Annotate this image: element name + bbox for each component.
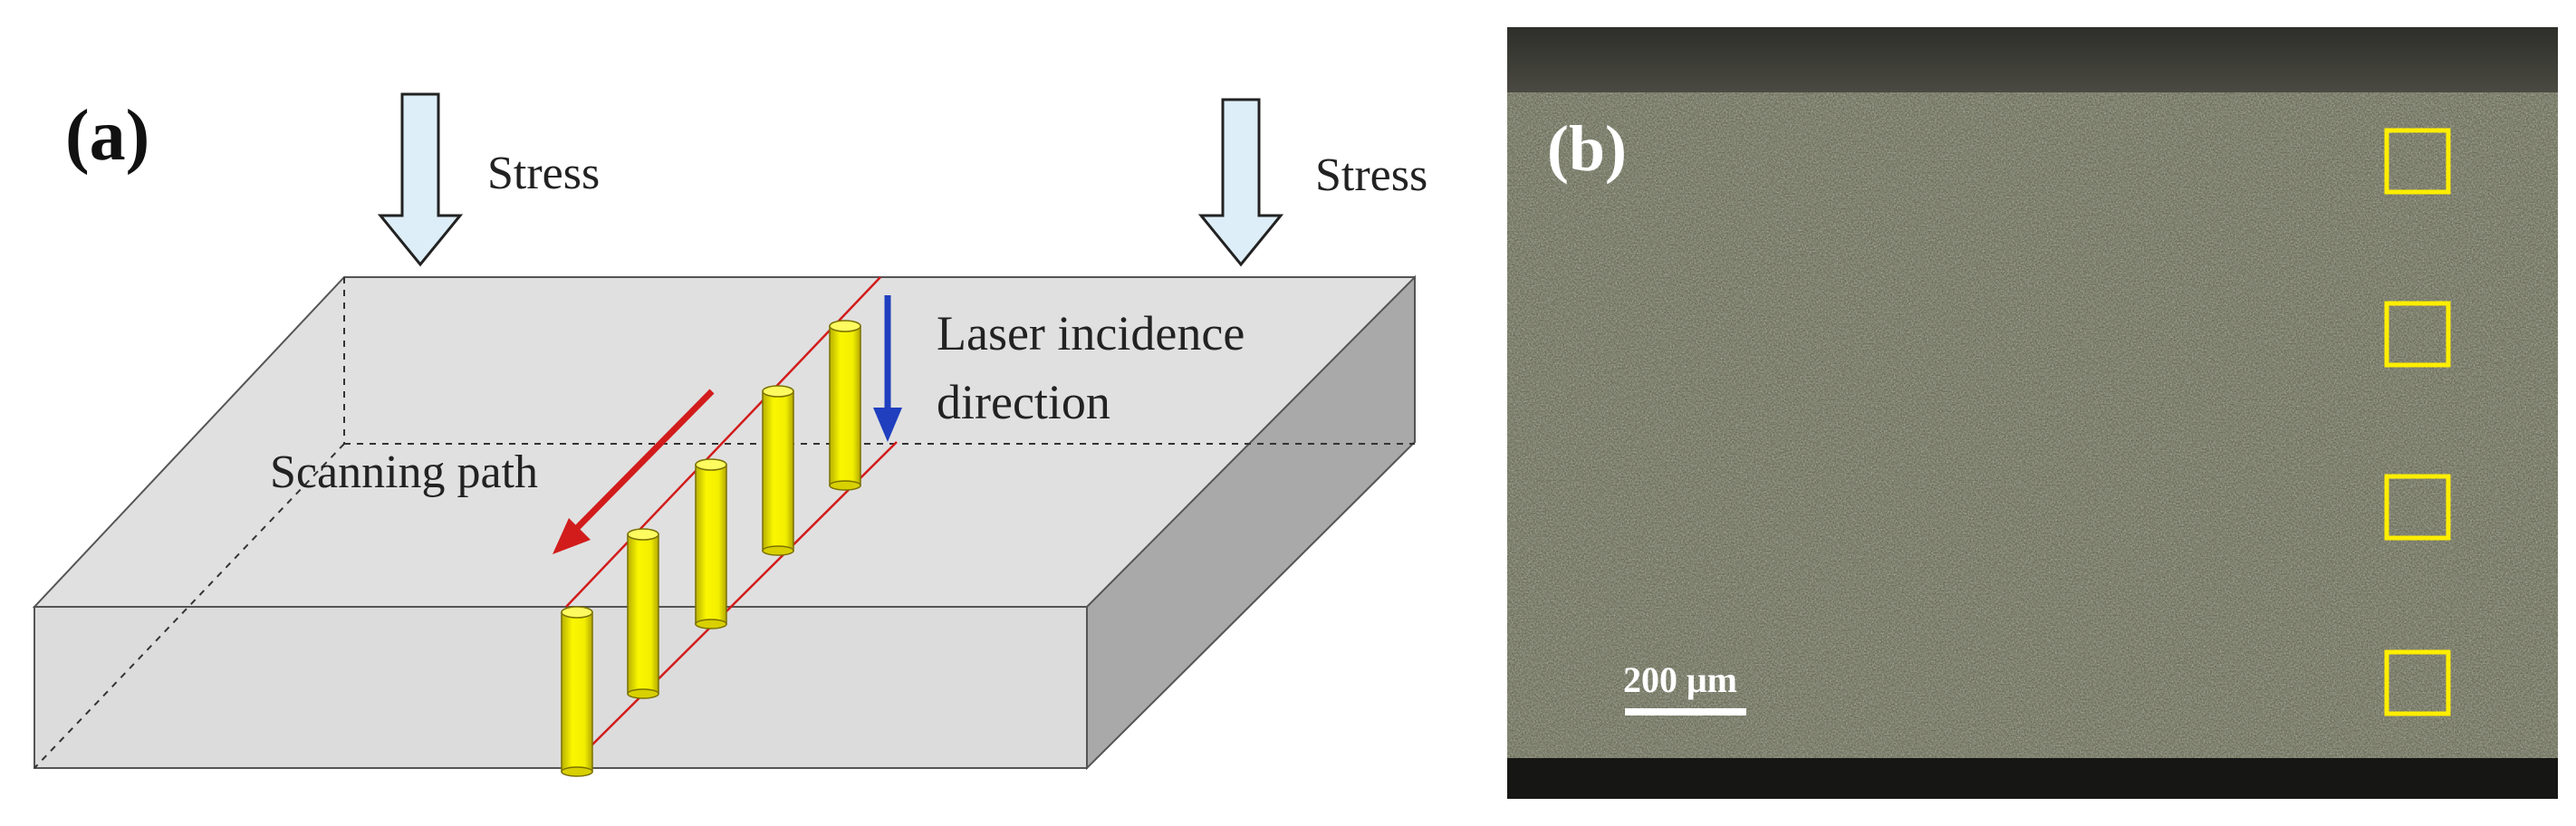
micrograph-bottom-edge [1507, 758, 2558, 799]
laser-incidence-arrow [873, 295, 902, 442]
stress-label-left: Stress [487, 148, 600, 199]
stress-arrow-left [377, 92, 464, 267]
measurement-box [2384, 301, 2451, 368]
laser-track [829, 320, 861, 491]
scanning-path-label: Scanning path [270, 447, 538, 498]
panel-a-schematic: (a) Stress Stress Laser incidence direct… [32, 92, 1427, 777]
micrograph-texture-light [1507, 92, 2558, 758]
panel-b-micrograph: (b) 200 μm [1507, 27, 2558, 799]
laser-track [695, 458, 727, 629]
laser-track [762, 385, 794, 556]
hidden-edges [34, 277, 1415, 769]
block-side-face [1086, 274, 1416, 771]
scale-bar [1625, 708, 1746, 716]
laser-incidence-label-line2: direction [937, 375, 1110, 429]
measurement-boxes [2384, 128, 2451, 716]
stress-label-right: Stress [1315, 149, 1427, 201]
measurement-box [2384, 128, 2451, 195]
scanning-path-arrow [553, 389, 715, 554]
panel-b-label: (b) [1547, 112, 1627, 185]
micrograph-top-edge [1507, 27, 2558, 92]
laser-track [627, 528, 659, 699]
panel-a-label: (a) [65, 96, 149, 176]
laser-track [561, 606, 593, 777]
stress-arrow-right [1197, 98, 1284, 267]
laser-tracks [561, 320, 861, 777]
laser-incidence-label-line1: Laser incidence [937, 306, 1245, 360]
block-front-face [34, 606, 1088, 769]
measurement-box [2384, 649, 2451, 716]
measurement-box [2384, 474, 2451, 541]
scanning-lines [565, 276, 898, 769]
scale-bar-label: 200 μm [1623, 659, 1737, 700]
